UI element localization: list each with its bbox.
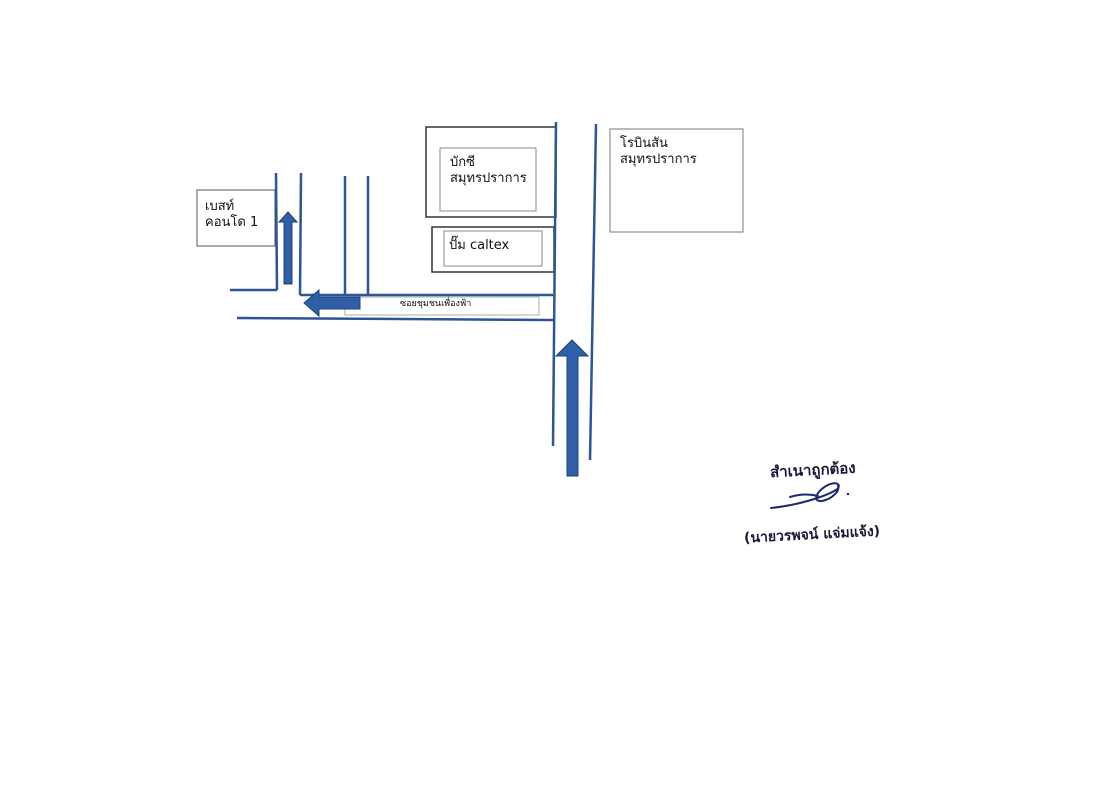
condo-street-up-arrow bbox=[277, 211, 299, 285]
main-road-right-edge bbox=[588, 123, 598, 461]
main-road-up-arrow bbox=[554, 339, 590, 477]
caltex-label: ปั๊ม caltex bbox=[449, 238, 510, 253]
robinson-label: โรบินสัน สมุทรปราการ bbox=[620, 136, 697, 169]
bigc-label: บักซี สมุทรปราการ bbox=[450, 155, 527, 188]
best-condo-box bbox=[196, 189, 276, 247]
bigc-line1: บักซี bbox=[450, 155, 475, 170]
best-condo-line1: เบสท์ bbox=[205, 199, 235, 214]
soi-bottom-edge bbox=[236, 316, 554, 322]
condo-street-left-edge bbox=[274, 172, 279, 291]
best-condo-label: เบสท์ คอนโด 1 bbox=[205, 199, 258, 232]
robinson-box bbox=[609, 128, 744, 233]
main-road-left-edge bbox=[551, 121, 558, 447]
certification-title: สำเนาถูกต้อง bbox=[769, 458, 857, 482]
soi-left-arrow bbox=[303, 288, 361, 318]
road-label: ซอยชุมชนเพื่องฟ้า bbox=[400, 299, 472, 309]
signature bbox=[770, 482, 850, 509]
best-condo-line2: คอนโด 1 bbox=[205, 215, 259, 231]
bigc-line2: สมุทรปราการ bbox=[450, 171, 527, 187]
robinson-line2: สมุทรปราการ bbox=[620, 152, 697, 168]
condo-street-right-edge bbox=[298, 172, 303, 296]
robinson-line1: โรบินสัน bbox=[620, 136, 668, 151]
caltex-inner-box bbox=[443, 230, 543, 267]
bigc-inner-box bbox=[439, 147, 537, 212]
